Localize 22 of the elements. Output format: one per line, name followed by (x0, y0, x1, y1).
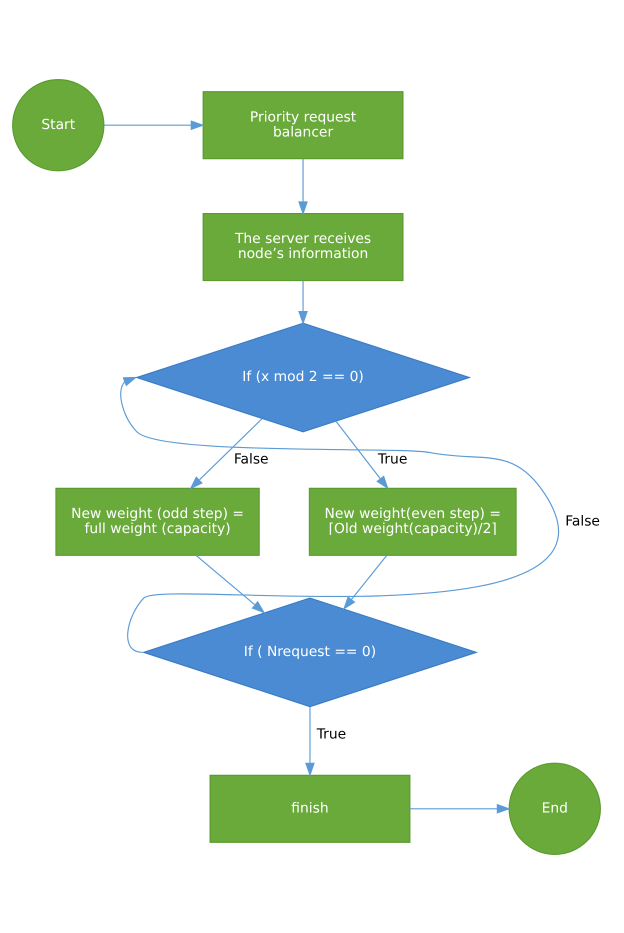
edge-label: False (234, 451, 269, 468)
edge-label: False (565, 512, 600, 529)
arrow (336, 420, 389, 489)
node-circle: Start (12, 78, 104, 171)
arrow (410, 803, 511, 814)
node-diamond: If (x mod 2 == 0) (134, 322, 472, 432)
edge-label: True (316, 726, 346, 742)
arrow (342, 554, 388, 610)
arrow (196, 554, 266, 614)
arrow (104, 120, 205, 130)
arrow (190, 418, 263, 489)
arrow (120, 376, 558, 652)
arrow (305, 706, 315, 776)
node-box: finish (210, 774, 410, 842)
node-box: The server receives node’s information (202, 212, 404, 281)
node-circle: End (508, 762, 601, 854)
node-box: New weight(even step) = ⌈Old weight(capacity)/2⌉ (308, 487, 517, 556)
arrow (298, 280, 308, 324)
node-box: Priority request balancer (202, 90, 404, 159)
node-box: New weight (odd step) = full weight (capacity) (55, 487, 260, 556)
edge-label: True (378, 451, 408, 468)
arrow (298, 158, 308, 215)
